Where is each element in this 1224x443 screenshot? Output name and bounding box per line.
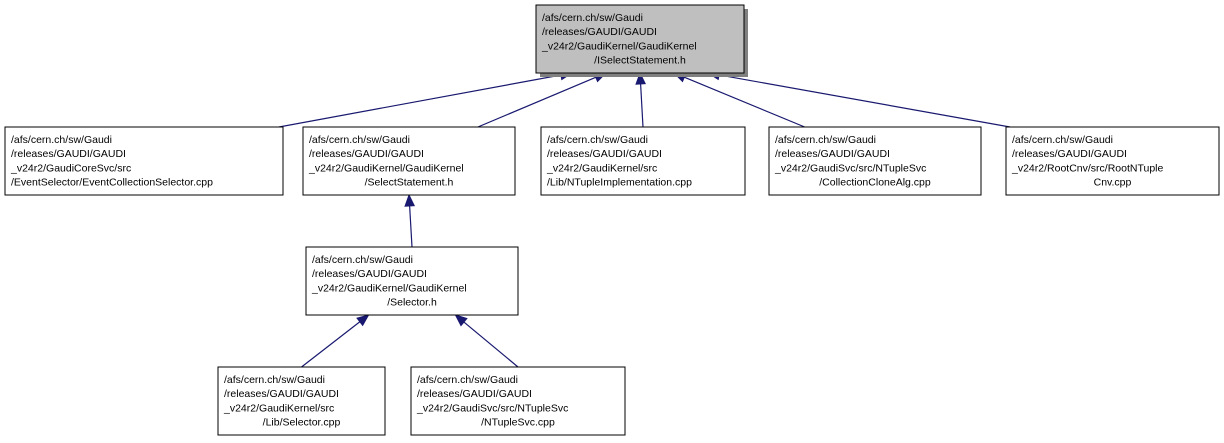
edge-line-selector-to-selectstatement — [409, 205, 413, 248]
edge-line-rootntuplecnv-to-iselectstatement — [718, 74, 1011, 128]
node-label-line: /afs/cern.ch/sw/Gaudi — [11, 134, 112, 146]
node-label-line: /ISelectStatement.h — [594, 55, 686, 67]
node-label-line: _v24r2/GaudiCoreSvc/src — [10, 162, 131, 174]
edges-layer — [278, 69, 1011, 368]
node-label-line: /NTupleSvc.cpp — [481, 417, 555, 429]
edge-line-eventcollectionselector-to-iselectstatement — [278, 74, 562, 128]
node-box — [217, 366, 386, 436]
graph-node-selector[interactable]: /afs/cern.ch/sw/Gaudi/releases/GAUDI/GAU… — [305, 246, 519, 316]
graph-node-ntupleimplementation[interactable]: /afs/cern.ch/sw/Gaudi/releases/GAUDI/GAU… — [540, 126, 746, 196]
node-label-line: /afs/cern.ch/sw/Gaudi — [1012, 134, 1113, 146]
graph-node-selectstatement[interactable]: /afs/cern.ch/sw/Gaudi/releases/GAUDI/GAU… — [302, 126, 516, 196]
node-label-line: /releases/GAUDI/GAUDI — [309, 148, 424, 160]
node-label-line: /afs/cern.ch/sw/Gaudi — [542, 12, 643, 24]
nodes-layer: /afs/cern.ch/sw/Gaudi/releases/GAUDI/GAU… — [4, 4, 1220, 436]
graph-node-ntuplesvc[interactable]: /afs/cern.ch/sw/Gaudi/releases/GAUDI/GAU… — [410, 366, 626, 436]
node-label-line: /CollectionCloneAlg.cpp — [819, 177, 931, 189]
node-label-line: /releases/GAUDI/GAUDI — [11, 148, 126, 160]
node-label-line: _v24r2/GaudiKernel/src — [546, 162, 657, 174]
node-label-line: _v24r2/GaudiKernel/GaudiKernel — [308, 162, 464, 174]
edge-arrowhead-libselector-to-selector — [356, 314, 370, 327]
node-box — [535, 4, 745, 74]
node-label-line: _v24r2/GaudiSvc/src/NTupleSvc — [774, 162, 926, 174]
edge-line-collectionclonealg-to-iselectstatement — [684, 76, 805, 128]
graph-node-rootntuplecnv[interactable]: /afs/cern.ch/sw/Gaudi/releases/GAUDI/GAU… — [1005, 126, 1220, 196]
node-label-line: /releases/GAUDI/GAUDI — [224, 388, 339, 400]
graph-node-eventcollectionselector[interactable]: /afs/cern.ch/sw/Gaudi/releases/GAUDI/GAU… — [4, 126, 284, 196]
node-label-line: _v24r2/GaudiSvc/src/NTupleSvc — [416, 402, 568, 414]
node-label-line: /afs/cern.ch/sw/Gaudi — [547, 134, 648, 146]
node-label-line: /Lib/Selector.cpp — [263, 417, 341, 429]
node-label-line: /Selector.h — [387, 297, 437, 309]
node-label-line: /afs/cern.ch/sw/Gaudi — [224, 374, 325, 386]
node-label-line: /releases/GAUDI/GAUDI — [312, 268, 427, 280]
node-box — [410, 366, 626, 436]
node-label-line: /releases/GAUDI/GAUDI — [547, 148, 662, 160]
node-label-line: /afs/cern.ch/sw/Gaudi — [417, 374, 518, 386]
node-label-line: _v24r2/RootCnv/src/RootNTuple — [1011, 162, 1164, 174]
node-box — [540, 126, 746, 196]
node-label-line: /releases/GAUDI/GAUDI — [417, 388, 532, 400]
edge-line-ntupleimplementation-to-iselectstatement — [640, 83, 644, 128]
node-label-line: _v24r2/GaudiKernel/GaudiKernel — [541, 40, 697, 52]
node-label-line: /releases/GAUDI/GAUDI — [542, 26, 657, 38]
node-label-line: _v24r2/GaudiKernel/GaudiKernel — [311, 282, 467, 294]
graph-node-collectionclonealg[interactable]: /afs/cern.ch/sw/Gaudi/releases/GAUDI/GAU… — [768, 126, 982, 196]
node-box — [768, 126, 982, 196]
graph-node-iselectstatement[interactable]: /afs/cern.ch/sw/Gaudi/releases/GAUDI/GAU… — [535, 4, 748, 77]
node-box — [4, 126, 284, 196]
edge-arrowhead-ntupleimplementation-to-iselectstatement — [635, 71, 646, 85]
node-label-line: /EventSelector/EventCollectionSelector.c… — [11, 177, 213, 189]
node-label-line: /releases/GAUDI/GAUDI — [775, 148, 890, 160]
node-label-line: /Lib/NTupleImplementation.cpp — [547, 177, 692, 189]
edge-line-ntuplesvc-to-selector — [463, 321, 519, 368]
edge-line-libselector-to-selector — [301, 321, 361, 368]
graph-node-libselector[interactable]: /afs/cern.ch/sw/Gaudi/releases/GAUDI/GAU… — [217, 366, 386, 436]
edge-arrowhead-selector-to-selectstatement — [404, 193, 416, 207]
node-label-line: _v24r2/GaudiKernel/src — [223, 402, 334, 414]
node-label-line: /afs/cern.ch/sw/Gaudi — [775, 134, 876, 146]
node-label-line: /afs/cern.ch/sw/Gaudi — [312, 254, 413, 266]
node-box — [305, 246, 519, 316]
node-label-line: /SelectStatement.h — [365, 177, 454, 189]
node-label-line: /afs/cern.ch/sw/Gaudi — [309, 134, 410, 146]
node-label-line: Cnv.cpp — [1094, 177, 1132, 189]
edge-arrowhead-ntuplesvc-to-selector — [454, 314, 468, 327]
node-label-line: /releases/GAUDI/GAUDI — [1012, 148, 1127, 160]
node-box — [1005, 126, 1220, 196]
node-box — [302, 126, 516, 196]
edge-line-selectstatement-to-iselectstatement — [477, 76, 596, 128]
